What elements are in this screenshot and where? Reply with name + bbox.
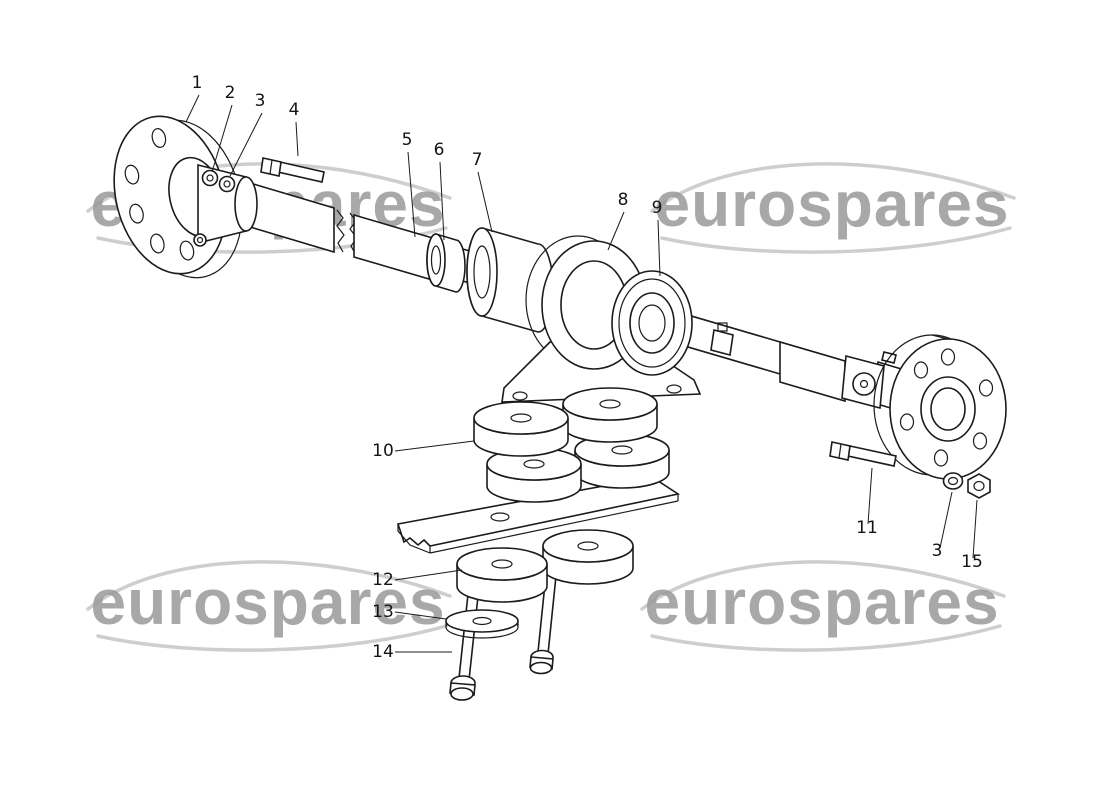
callout-label: 3 [932, 541, 943, 561]
splined-collar [426, 233, 466, 293]
callout-2: 2 [211, 83, 236, 173]
callout-8: 8 [607, 190, 629, 251]
hub-bolt-head [218, 175, 236, 193]
callout-12: 12 [372, 569, 463, 590]
rubber-mount-upper-right-top [562, 387, 658, 443]
hub-bolt-head [201, 169, 219, 187]
callout-13: 13 [372, 602, 447, 622]
watermark-text: eurospares [90, 566, 445, 638]
flange-nut [967, 473, 991, 499]
callout-11: 11 [856, 467, 878, 538]
rubber-mount-lower-left [456, 547, 548, 603]
left-hub-flange [113, 115, 258, 279]
watermark-swoosh-upper [650, 162, 1016, 213]
flange-washer [942, 472, 964, 490]
callout-15: 15 [961, 499, 983, 572]
watermark-swoosh-lower [660, 226, 1012, 254]
rubber-mount-lower-right [542, 529, 634, 585]
mount-washer [445, 609, 519, 639]
centre-bearing [611, 270, 693, 376]
callout-label: 8 [618, 190, 629, 210]
callout-7: 7 [472, 150, 493, 233]
callout-label: 2 [225, 83, 236, 103]
watermark-bottom-left: eurospares [86, 560, 452, 652]
callout-label: 10 [372, 441, 394, 461]
right-hub-flange [873, 334, 1007, 480]
callout-6: 6 [434, 140, 445, 241]
callout-label: 5 [402, 130, 413, 150]
wheel-bolt [829, 441, 897, 467]
watermark-swoosh-upper [640, 560, 1006, 611]
callout-label: 7 [472, 150, 483, 170]
callout-9: 9 [652, 198, 663, 277]
rubber-mount-upper-left-bottom [486, 447, 582, 503]
watermark-text: eurospares [644, 566, 999, 638]
callout-label: 9 [652, 198, 663, 218]
watermark-swoosh-upper [86, 560, 452, 611]
callout-label: 4 [289, 100, 300, 120]
callout-label: 14 [372, 642, 394, 662]
callout-label: 12 [372, 570, 394, 590]
watermark-bottom-right: eurospares [640, 560, 1006, 652]
callout-label: 3 [255, 91, 266, 111]
callout-1: 1 [185, 73, 203, 123]
watermark-text: eurospares [654, 168, 1009, 240]
watermark-swoosh-lower [96, 624, 448, 652]
shaft-clamp [710, 322, 734, 357]
callout-label: 13 [372, 602, 394, 622]
callout-label: 6 [434, 140, 445, 160]
mounting-plate [396, 476, 681, 554]
callout-label: 15 [961, 552, 983, 572]
callout-label: 1 [192, 73, 203, 93]
callout-label: 11 [856, 518, 878, 538]
callout-3-right: 3 [932, 491, 953, 561]
centre-sleeve [466, 227, 554, 333]
callout-14: 14 [372, 642, 452, 662]
callout-5: 5 [402, 130, 416, 238]
rubber-mount-upper-left-top [473, 401, 569, 457]
watermark-top-right: eurospares [650, 162, 1016, 254]
mount-bolt-left [449, 584, 480, 701]
callout-3-left: 3 [229, 91, 266, 177]
axle-shaft-spline-right [779, 340, 846, 403]
callout-10: 10 [372, 440, 475, 461]
callout-4: 4 [289, 100, 300, 157]
watermark-swoosh-lower [650, 624, 1002, 652]
hub-bolt [260, 157, 325, 183]
